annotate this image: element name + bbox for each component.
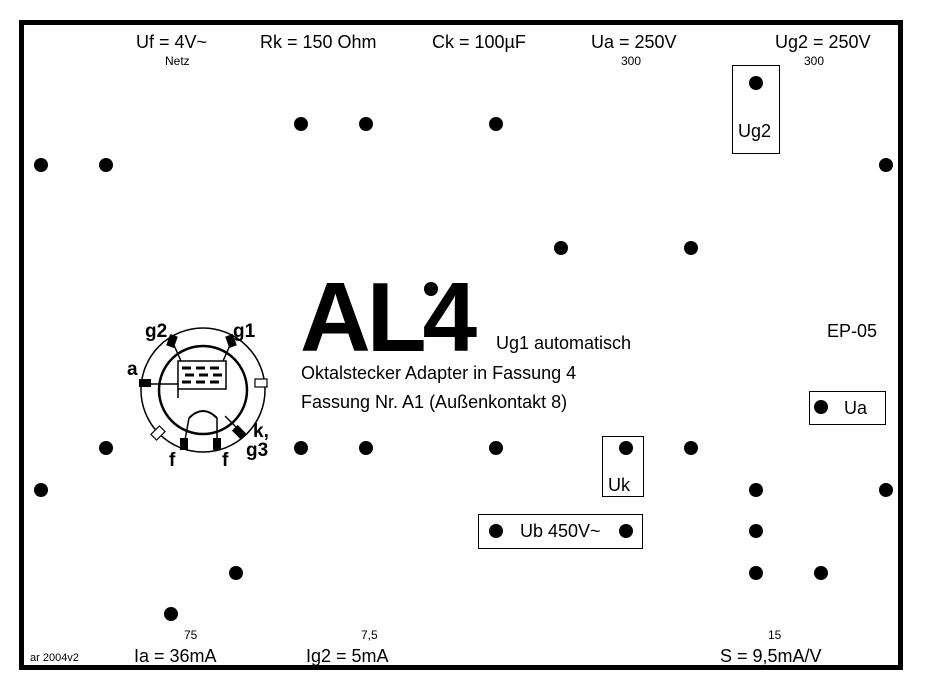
contact-hole xyxy=(34,158,48,172)
socket-outer-circle xyxy=(140,327,266,453)
ub-contact-hole-right xyxy=(619,524,633,538)
anode-current-label: Ia = 36mA xyxy=(134,646,217,666)
anode-current-alt: 75 xyxy=(184,628,198,642)
contact-hole xyxy=(749,483,763,497)
ub-contact-hole-left xyxy=(489,524,503,538)
contact-hole xyxy=(34,483,48,497)
contact-hole xyxy=(294,441,308,455)
ua-contact-hole xyxy=(814,400,828,414)
pin-label-k: k, xyxy=(253,421,269,442)
pin-label-a: a xyxy=(127,359,138,380)
transconductance-label: S = 9,5mA/V xyxy=(720,646,822,666)
pin-k-g3 xyxy=(231,424,247,440)
contact-hole xyxy=(294,117,308,131)
contact-hole xyxy=(554,241,568,255)
contact-hole xyxy=(489,441,503,455)
version-note: ar 2004v2 xyxy=(30,652,79,664)
contact-hole xyxy=(99,441,113,455)
contact-hole xyxy=(229,566,243,580)
contact-hole xyxy=(489,117,503,131)
ug2-box-label: Ug2 xyxy=(738,121,772,141)
socket-description: Fassung Nr. A1 (Außenkontakt 8) xyxy=(301,392,568,412)
pin-label-g1: g1 xyxy=(233,321,256,342)
anode-voltage-label: Ua = 250V xyxy=(591,32,677,52)
screen-current-label: Ig2 = 5mA xyxy=(306,646,389,666)
heater-supply-note: Netz xyxy=(165,54,190,68)
contact-hole xyxy=(359,441,373,455)
adapter-panel-frame xyxy=(19,20,903,670)
contact-hole xyxy=(684,241,698,255)
pin-a xyxy=(139,379,151,387)
tube-envelope-circle xyxy=(157,344,249,436)
anode-voltage-alt: 300 xyxy=(621,54,642,68)
pin-empty-bottom-left xyxy=(150,425,166,441)
electrode-cage xyxy=(177,360,227,390)
pin-g2 xyxy=(166,333,178,349)
grid-bias-note: Ug1 automatisch xyxy=(496,333,632,353)
tube-socket-pinout-diagram xyxy=(139,327,268,453)
contact-hole xyxy=(359,117,373,131)
contact-hole xyxy=(424,282,438,296)
contact-hole xyxy=(879,483,893,497)
uk-contact-hole xyxy=(619,441,633,455)
ub-test-point-box xyxy=(478,514,643,549)
contact-hole xyxy=(164,607,178,621)
contact-hole xyxy=(749,566,763,580)
cathode-resistor-label: Rk = 150 Ohm xyxy=(260,32,377,52)
pin-label-g3: g3 xyxy=(246,440,269,461)
pin-label-f-left: f xyxy=(169,450,176,471)
pin-g1 xyxy=(225,333,237,349)
transconductance-alt: 15 xyxy=(768,628,782,642)
tube-type-title: AL4 xyxy=(300,262,477,372)
panel-code: EP-05 xyxy=(827,321,878,341)
ub-box-label: Ub 450V~ xyxy=(520,521,601,541)
contact-hole xyxy=(749,524,763,538)
uk-box-label: Uk xyxy=(608,475,630,495)
cathode-capacitor-label: Ck = 100µF xyxy=(432,32,526,52)
contact-hole xyxy=(814,566,828,580)
pin-label-f-right: f xyxy=(222,450,229,471)
contact-hole xyxy=(879,158,893,172)
contact-hole xyxy=(684,441,698,455)
heater-filament xyxy=(188,410,218,419)
screen-voltage-alt: 300 xyxy=(804,54,825,68)
pin-f-left xyxy=(180,438,188,450)
ua-box-label: Ua xyxy=(844,398,868,418)
screen-voltage-label: Ug2 = 250V xyxy=(775,32,871,52)
contact-hole xyxy=(99,158,113,172)
adapter-description: Oktalstecker Adapter in Fassung 4 xyxy=(301,363,577,383)
pin-f-right xyxy=(213,438,221,450)
heater-voltage-label: Uf = 4V~ xyxy=(136,32,208,52)
screen-current-alt: 7,5 xyxy=(361,628,378,642)
pin-label-g2: g2 xyxy=(145,321,168,342)
pin-empty-right xyxy=(254,378,268,388)
ug2-contact-hole xyxy=(749,76,763,90)
